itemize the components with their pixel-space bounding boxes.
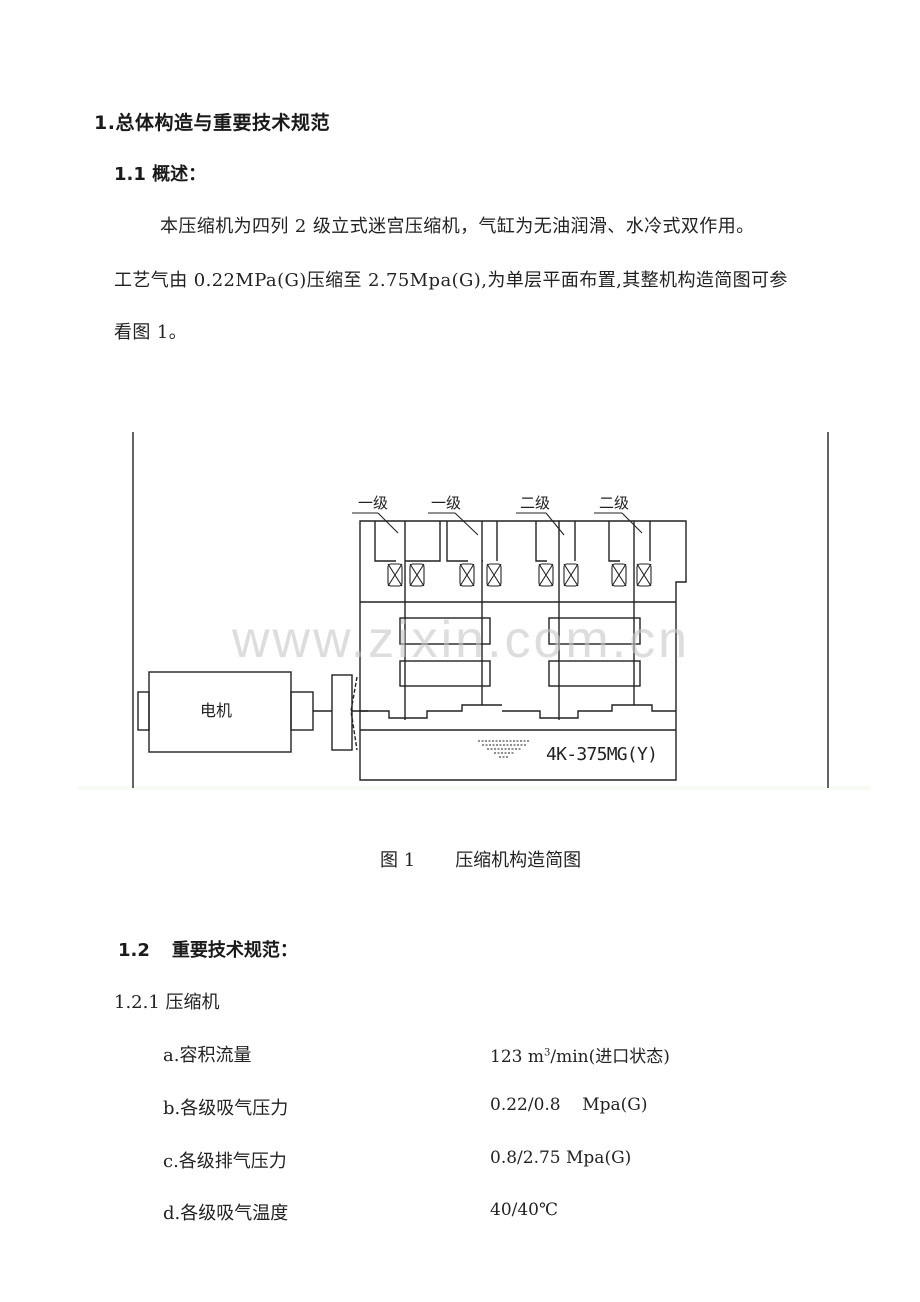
section-title: 重要技术规范：	[171, 940, 298, 961]
figure-title: 压缩机构造简图	[455, 850, 582, 871]
spec-value-suction-pressure: 0.22/0.8 Mpa(G)	[490, 1095, 648, 1115]
spec-label-flow: a.容积流量	[163, 1045, 252, 1066]
diagram-canvas: 一级 一级 二级 二级 电机 4K-375MG(Y) www.zixin.com…	[78, 432, 870, 790]
coupling	[331, 674, 353, 751]
figure-caption: 图 1 压缩机构造简图	[380, 846, 581, 872]
spec-value-flow: 123 m3/min(进口状态)	[490, 1047, 670, 1067]
section-number: 1.2	[118, 940, 150, 961]
model-label: 4K-375MG(Y)	[546, 744, 658, 765]
crosshead-left-upper	[399, 617, 491, 645]
section-heading-1: 1.总体构造与重要技术规范	[94, 112, 330, 134]
spec-label-suction-pressure: b.各级吸气压力	[163, 1098, 289, 1119]
spec-value-discharge-pressure: 0.8/2.75 Mpa(G)	[490, 1148, 632, 1168]
section-heading-1-2: 1.2 重要技术规范：	[118, 936, 298, 962]
compressor-body	[359, 520, 687, 781]
motor-shape	[137, 671, 368, 753]
figure-number: 图 1	[380, 850, 416, 871]
overview-paragraph-line-3: 看图 1。	[114, 322, 188, 343]
stage-label-3: 二级	[520, 494, 550, 512]
section-heading-1-1: 1.1 概述：	[114, 164, 207, 185]
motor-label: 电机	[200, 701, 232, 720]
subsection-heading-1-2-1: 1.2.1 压缩机	[114, 992, 220, 1013]
crosshead-right-lower	[548, 660, 641, 687]
spec-label-discharge-pressure: c.各级排气压力	[163, 1151, 287, 1172]
crosshead-right-upper	[548, 617, 641, 645]
compressor-diagram: 一级 一级 二级 二级 电机 4K-375MG(Y) www.zixin.com…	[78, 428, 870, 790]
stage-label-4: 二级	[599, 494, 629, 512]
oil-level-icon	[478, 740, 530, 758]
spec-value-suction-temperature: 40/40℃	[490, 1200, 559, 1220]
spec-label-suction-temperature: d.各级吸气温度	[163, 1203, 289, 1224]
stage-label-leaders	[352, 512, 643, 536]
overview-paragraph-line-1: 本压缩机为四列 2 级立式迷宫压缩机，气缸为无油润滑、水冷式双作用。	[160, 216, 755, 237]
watermark-text: www.zixin.com.cn	[231, 611, 687, 669]
overview-paragraph-line-2: 工艺气由 0.22MPa(G)压缩至 2.75Mpa(G),为单层平面布置,其整…	[114, 270, 788, 291]
crosshead-left-lower	[399, 660, 491, 687]
valve-icons	[387, 563, 652, 587]
stage-label-1: 一级	[358, 494, 388, 512]
stage-label-2: 一级	[431, 494, 461, 512]
